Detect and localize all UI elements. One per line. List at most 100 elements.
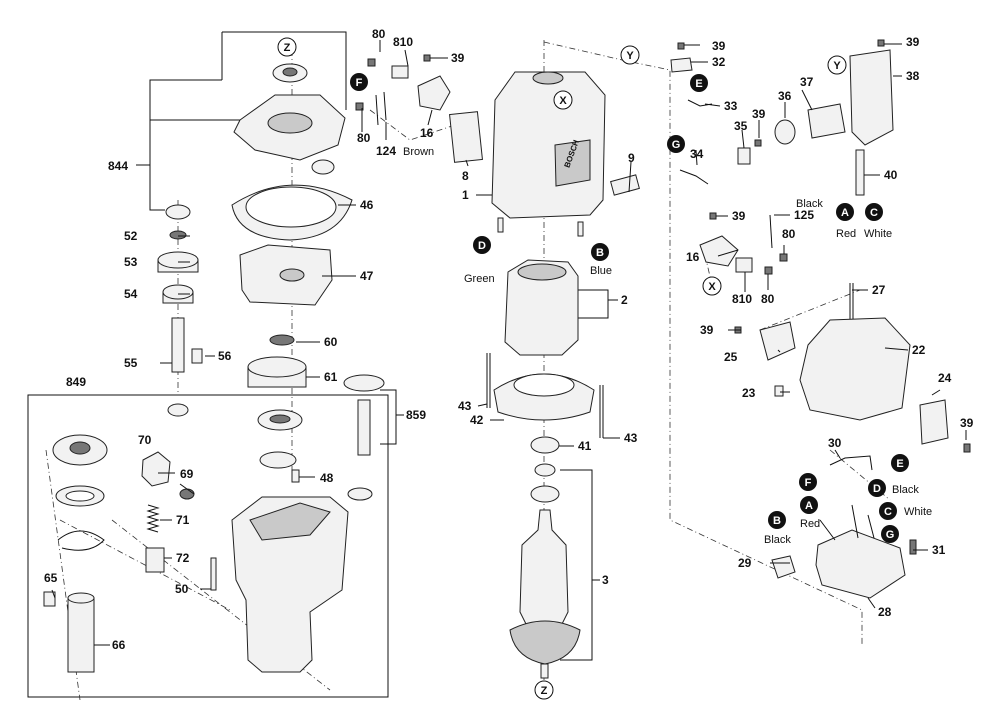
screw-43-left <box>486 353 491 408</box>
wire-label-brown: Brown <box>403 146 434 158</box>
connector-badge-g2: G <box>881 525 899 543</box>
screw-31 <box>909 539 917 555</box>
callout-3: 3 <box>602 573 609 587</box>
callout-25: 25 <box>724 350 738 364</box>
callout-42: 42 <box>470 413 484 427</box>
callout-33: 33 <box>724 99 738 113</box>
connector-badge-a2: A <box>800 496 818 514</box>
connector-letter: E <box>695 78 702 90</box>
bracket-859 <box>380 389 404 445</box>
connector-letter: A <box>841 207 849 219</box>
wire-label-white-top: White <box>864 228 892 240</box>
connector-badge-c1: C <box>865 203 883 221</box>
stator-bore <box>517 263 567 281</box>
clip-32 <box>670 57 693 73</box>
wire-label-green: Green <box>464 273 495 285</box>
callout-124: 124 <box>376 144 396 158</box>
callout-1: 1 <box>462 188 469 202</box>
shaft-40 <box>855 149 865 196</box>
connector-letter: G <box>886 529 895 541</box>
screw-39e <box>709 212 717 220</box>
callout-844: 844 <box>108 159 128 173</box>
washer-849-2-hole <box>65 490 95 502</box>
callout-66: 66 <box>112 638 126 652</box>
reference-marker-y-right: Y <box>827 55 847 75</box>
callout-41: 41 <box>578 439 592 453</box>
screw-39c <box>754 139 762 147</box>
bearing-46-small <box>311 159 335 175</box>
shaft-859 <box>357 399 371 456</box>
reference-marker-z-bottom: Z <box>534 680 554 700</box>
wire-label-black-b: Black <box>764 534 791 546</box>
stator-field-2 <box>504 259 579 356</box>
brush-810b <box>735 257 753 273</box>
electronics-module-28 <box>815 529 906 599</box>
callout-28: 28 <box>878 605 892 619</box>
brush-810a <box>391 65 409 79</box>
cap-24 <box>919 399 949 445</box>
screw-80a <box>367 58 376 67</box>
callout-810-b: 810 <box>732 292 752 306</box>
tool-holder-66-top <box>67 592 95 604</box>
bearing-top-bore <box>282 67 298 77</box>
bearing-armature-top <box>534 463 556 477</box>
connector-letter: F <box>805 477 812 489</box>
connector-badge-e1: E <box>690 74 708 92</box>
wire-d <box>497 217 504 233</box>
callout-34: 34 <box>690 147 704 161</box>
reference-marker-y-top: Y <box>620 45 640 65</box>
lower-housing-opening <box>249 502 331 541</box>
callout-71: 71 <box>176 513 190 527</box>
wire-b <box>577 221 584 237</box>
brush-holder-16a <box>417 75 451 111</box>
callout-43-a: 43 <box>458 399 472 413</box>
tool-holder-66 <box>67 597 95 673</box>
connector-badge-a1: A <box>836 203 854 221</box>
screw-80b <box>355 102 364 111</box>
connector-37 <box>807 103 846 139</box>
lever-30 <box>829 455 873 471</box>
callout-53: 53 <box>124 255 138 269</box>
callout-36: 36 <box>778 89 792 103</box>
lever-70 <box>141 451 171 487</box>
callout-24: 24 <box>938 371 952 385</box>
connector-badge-f2: F <box>799 473 817 491</box>
callout-39-e: 39 <box>732 209 746 223</box>
connector-letter: G <box>672 139 681 151</box>
reference-marker-x-right: X <box>702 276 722 296</box>
gear-53-top <box>157 251 199 269</box>
bearing-859-top <box>343 374 385 392</box>
assembly-box-844 <box>136 31 347 211</box>
ring-69 <box>179 488 195 500</box>
armature-3 <box>519 509 569 629</box>
connector-letter: D <box>873 483 881 495</box>
callout-39-f: 39 <box>700 323 714 337</box>
connector-badge-d1: D <box>473 236 491 254</box>
switch-25 <box>759 321 796 361</box>
connector-letter: D <box>478 240 486 252</box>
lower-gear-housing <box>231 496 349 673</box>
wire-label-red-top: Red <box>836 228 856 240</box>
circlip-849 <box>57 530 105 551</box>
pin-65 <box>43 591 56 607</box>
screw-43-right <box>599 385 604 438</box>
fan-3 <box>509 620 581 665</box>
callout-29: 29 <box>738 556 752 570</box>
gear-36 <box>774 119 796 145</box>
callout-80-a: 80 <box>372 27 386 41</box>
callout-859: 859 <box>406 408 426 422</box>
callout-39-b: 39 <box>712 39 726 53</box>
reference-letter: Y <box>833 60 841 72</box>
reference-marker-x-top: X <box>553 90 573 110</box>
callout-46: 46 <box>360 198 374 212</box>
callout-31: 31 <box>932 543 946 557</box>
callout-2: 2 <box>621 293 628 307</box>
screw-80d <box>764 266 773 275</box>
connector-badge-b2: B <box>768 511 786 529</box>
reference-letter: Z <box>541 685 548 697</box>
callout-35: 35 <box>734 119 748 133</box>
connector-letter: F <box>356 77 363 89</box>
bracket-38 <box>849 49 894 146</box>
wire-label-white-c: White <box>904 506 932 518</box>
